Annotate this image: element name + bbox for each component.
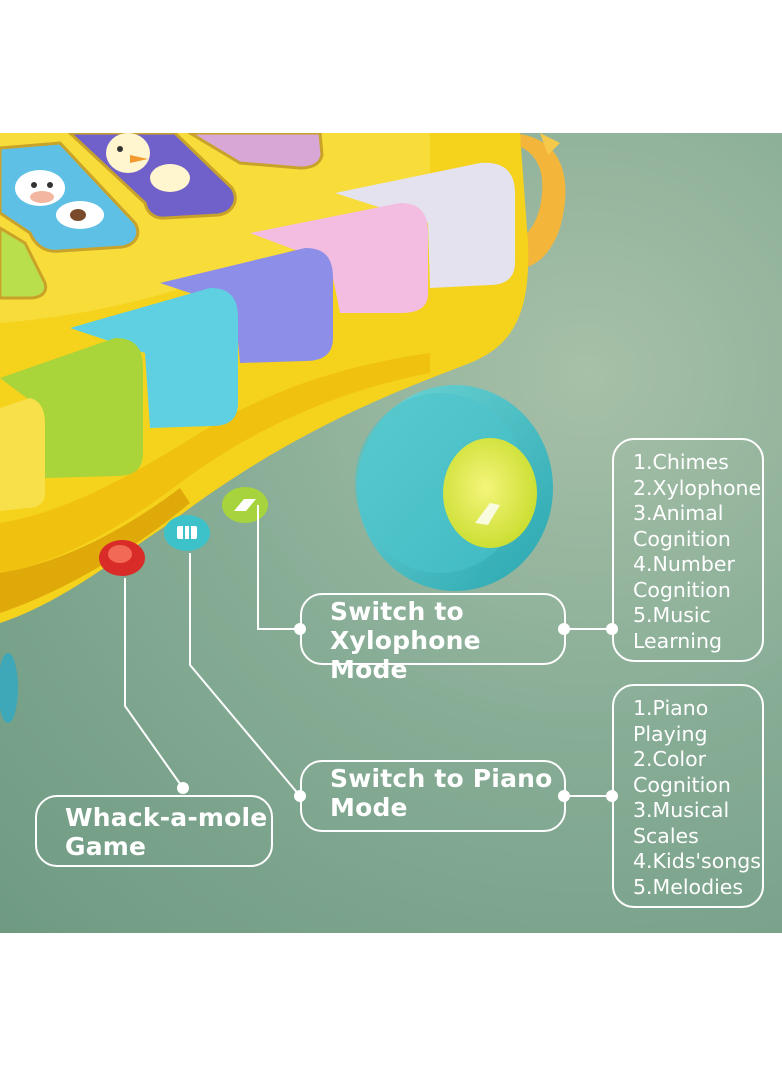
green-button	[222, 487, 268, 523]
piano-key-purple	[160, 248, 333, 363]
list-item: Cognition	[633, 577, 731, 602]
list-item: 4.Kids'songs	[633, 849, 761, 873]
list-item: 3.Musical	[633, 798, 730, 822]
handle	[505, 133, 566, 270]
xylophone-mode-label: Switch to Xylophone Mode	[330, 597, 481, 684]
xylophone-mode-callout: Switch to Xylophone Mode	[300, 593, 566, 684]
list-item: Scales	[633, 823, 699, 848]
list-item: Cognition	[633, 526, 731, 551]
piano-key-blue	[70, 288, 238, 428]
cow-drawing	[15, 170, 104, 229]
red-button	[99, 540, 145, 576]
list-item: 3.Animal	[633, 501, 724, 525]
product-photo: Switch to Xylophone Mode Switch to Piano…	[0, 133, 782, 933]
xylophone-feature-list: 1.Chimes 2.Xylophone 3.Animal Cognition …	[612, 438, 764, 662]
list-item: 2.Xylophone	[633, 475, 762, 500]
piano-key-pink	[250, 203, 428, 313]
toy-illustration	[0, 133, 618, 802]
xylophone-bar-blue	[0, 141, 140, 253]
rear-wheel-edge	[0, 653, 18, 723]
wheel	[355, 385, 553, 591]
list-item: 2.Color	[633, 747, 707, 771]
list-item: 5.Music	[633, 603, 711, 627]
list-item: 5.Melodies	[633, 874, 744, 899]
list-item: Playing	[633, 721, 708, 746]
list-item: 4.Number	[633, 552, 735, 576]
line-whack	[124, 578, 184, 789]
duck-drawing	[106, 133, 190, 192]
xylophone-bar-pink	[187, 133, 324, 170]
connector-lines	[124, 505, 612, 797]
list-item: 1.Piano	[633, 696, 709, 720]
whack-a-mole-callout: Whack-a-mole Game	[35, 795, 273, 867]
piano-key-yellow	[0, 398, 45, 511]
piano-key-green	[0, 338, 143, 478]
xylophone-bar-green	[0, 226, 48, 300]
piano-key-white	[335, 162, 515, 288]
piano-feature-list: 1.Piano Playing 2.Color Cognition 3.Musi…	[612, 684, 764, 908]
blue-button	[164, 515, 210, 551]
xylophone-plate	[0, 133, 430, 323]
handle-star-ornament	[540, 133, 560, 155]
list-item: 1.Chimes	[633, 450, 729, 474]
line-xylophone	[257, 505, 300, 630]
list-item: Learning	[633, 628, 722, 653]
piano-mode-label: Switch to Piano Mode	[330, 764, 553, 822]
piano-mode-callout: Switch to Piano Mode	[300, 760, 566, 832]
list-item: Cognition	[633, 772, 731, 797]
toy-body-shadow	[0, 353, 430, 573]
line-piano	[189, 553, 301, 797]
whack-a-mole-label: Whack-a-mole Game	[65, 803, 268, 861]
